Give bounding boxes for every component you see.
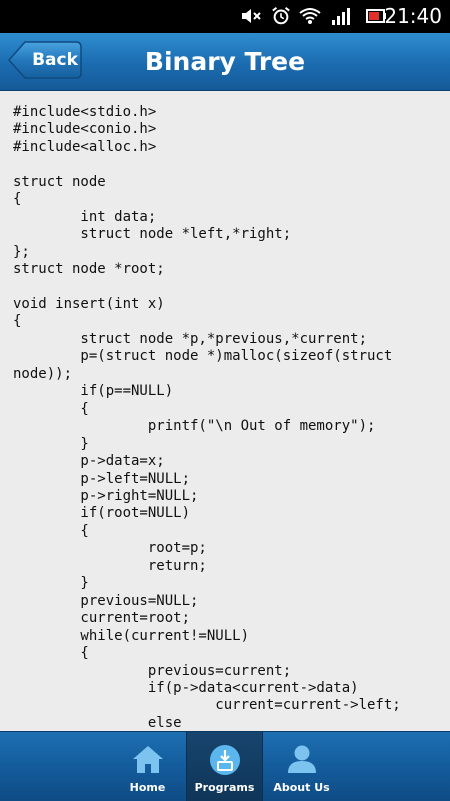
battery-icon (366, 9, 386, 23)
status-bar: 21:40 (0, 0, 450, 33)
nav-item-about-us[interactable]: About Us (264, 732, 339, 801)
wifi-icon (299, 8, 321, 24)
code-view[interactable]: #include<stdio.h> #include<conio.h> #inc… (0, 91, 450, 731)
home-icon (132, 746, 163, 773)
bottom-nav: Home Programs About Us (0, 731, 450, 801)
programs-icon (209, 745, 240, 775)
nav-label-about-us: About Us (273, 781, 330, 794)
nav-item-programs[interactable]: Programs (186, 732, 263, 801)
back-button[interactable]: Back (8, 40, 82, 80)
back-button-label: Back (32, 50, 78, 70)
alarm-icon (272, 7, 290, 25)
mute-icon (242, 9, 261, 23)
status-time: 21:40 (384, 4, 442, 28)
nav-label-home: Home (129, 781, 166, 794)
user-icon (287, 745, 316, 773)
signal-icon (332, 8, 350, 25)
app-header: Back Binary Tree (0, 33, 450, 91)
back-button-shape (8, 41, 82, 79)
code-listing: #include<stdio.h> #include<conio.h> #inc… (13, 104, 401, 731)
nav-item-home[interactable]: Home (110, 732, 185, 801)
nav-label-programs: Programs (194, 781, 255, 794)
